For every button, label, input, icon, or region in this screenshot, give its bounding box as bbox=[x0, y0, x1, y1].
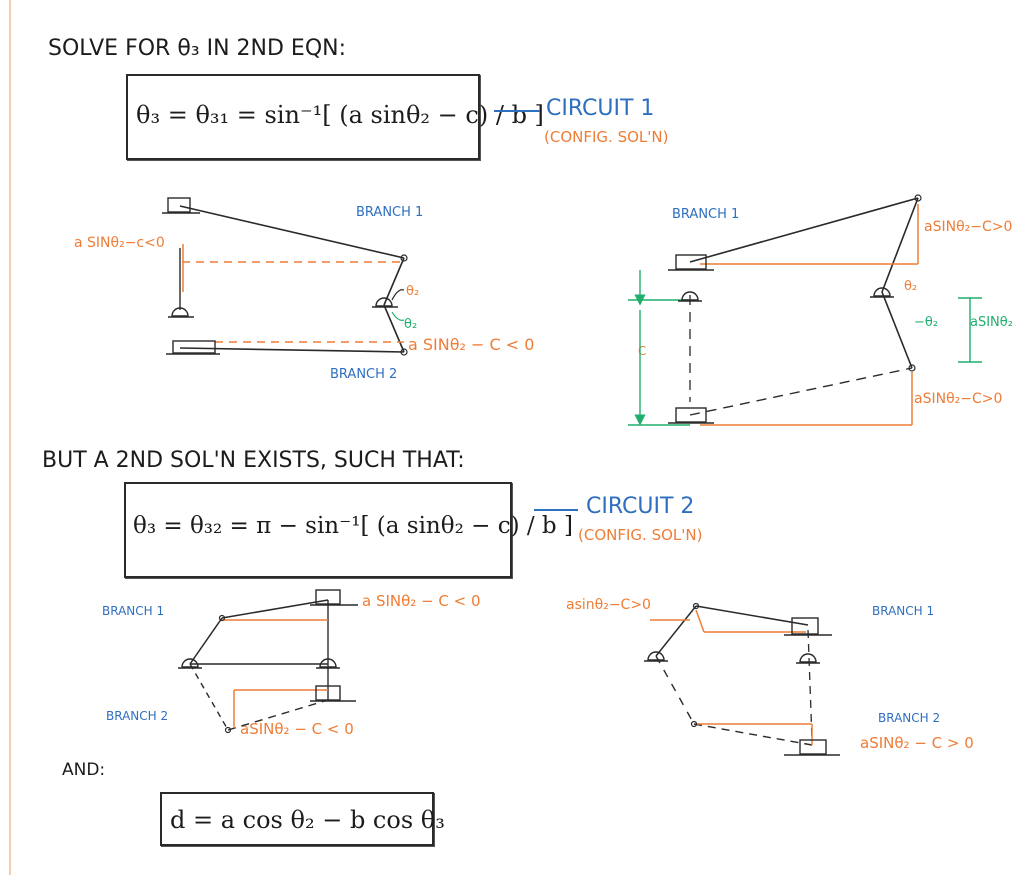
equation-3: d = a cos θ₂ − b cos θ₃ bbox=[170, 806, 445, 834]
diagram4-branch-2-label: BRANCH 2 bbox=[878, 711, 941, 725]
heading-solve: SOLVE FOR θ₃ IN 2ND EQN: bbox=[48, 36, 346, 61]
diagram1-branch-1-label: BRANCH 1 bbox=[356, 205, 424, 220]
diagram4-branch-1-label: BRANCH 1 bbox=[872, 604, 935, 618]
heading-and: AND: bbox=[62, 760, 106, 780]
diagram1-condition-right: a SINθ₂ − C < 0 bbox=[408, 335, 535, 354]
circuit-1-label: CIRCUIT 1 bbox=[546, 96, 655, 121]
heading-second-solution: BUT A 2ND SOL'N EXISTS, SUCH THAT: bbox=[42, 448, 465, 473]
equation-2-box bbox=[124, 482, 512, 578]
diagram1-condition-left: a SINθ₂−c<0 bbox=[74, 235, 165, 251]
margin-line bbox=[9, 0, 11, 875]
circuit-2-label: CIRCUIT 2 bbox=[586, 494, 695, 519]
diagram2-condition-top: aSINθ₂−C>0 bbox=[924, 219, 1013, 235]
diagram2 bbox=[628, 194, 982, 426]
diagram2-condition-bottom: aSINθ₂−C>0 bbox=[914, 391, 1003, 407]
equation-2: θ₃ = θ₃₂ = π − sin⁻¹[ (a sinθ₂ − c) / b … bbox=[133, 513, 573, 539]
diagram3-condition-bottom: aSINθ₂ − C < 0 bbox=[240, 720, 354, 738]
diagram2-c-label: C bbox=[638, 344, 647, 358]
diagram2-theta-top: θ₂ bbox=[904, 279, 918, 294]
diagram4 bbox=[644, 602, 840, 756]
diagram3-condition-top: a SINθ₂ − C < 0 bbox=[362, 592, 481, 610]
diagram4-condition-top: asinθ₂−C>0 bbox=[566, 597, 651, 613]
diagram1-theta-top: θ₂ bbox=[406, 284, 420, 299]
diagram1 bbox=[162, 197, 408, 356]
equation-1-box bbox=[126, 74, 480, 160]
equation-3-box bbox=[160, 792, 434, 846]
diagram2-branch-1-label: BRANCH 1 bbox=[672, 207, 740, 222]
diagram2-theta-bottom: −θ₂ bbox=[914, 315, 939, 330]
equation-1: θ₃ = θ₃₁ = sin⁻¹[ (a sinθ₂ − c) / b ] bbox=[136, 101, 544, 129]
circuit-1-note: (CONFIG. SOL'N) bbox=[544, 128, 669, 146]
diagram4-condition-bottom: aSINθ₂ − C > 0 bbox=[860, 734, 974, 752]
diagram3 bbox=[178, 589, 358, 734]
diagram1-branch-2-label: BRANCH 2 bbox=[330, 367, 398, 382]
diagram3-branch-2-label: BRANCH 2 bbox=[106, 709, 169, 723]
diagram1-theta-bottom: θ₂ bbox=[404, 317, 418, 332]
diagram2-side-label: aSINθ₂ bbox=[970, 315, 1013, 330]
circuit-2-note: (CONFIG. SOL'N) bbox=[578, 526, 703, 544]
diagram3-branch-1-label: BRANCH 1 bbox=[102, 604, 165, 618]
